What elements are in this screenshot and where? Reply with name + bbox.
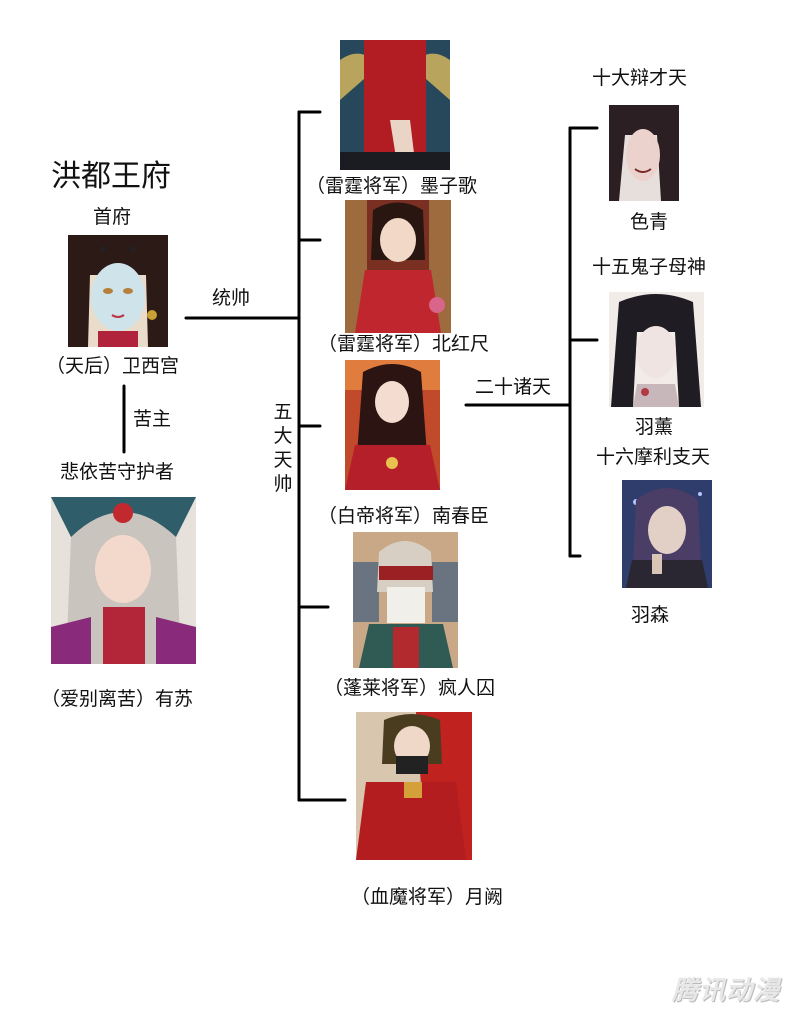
- head-role: 首府: [93, 206, 132, 228]
- deva-1-name: 色青: [630, 211, 669, 233]
- portrait-beihongchi: [345, 200, 451, 333]
- deva-2-title: 十五鬼子母神: [592, 256, 707, 278]
- portrait-nanchunchen: [345, 360, 440, 490]
- devas-group-label: 二十诸天: [475, 376, 552, 398]
- deva-3-name: 羽森: [631, 604, 670, 626]
- deva-1-title: 十大辩才天: [592, 67, 688, 89]
- portrait-yusen: [622, 480, 712, 588]
- portrait-fengrenqiu: [353, 532, 458, 668]
- general-5-name: （血魔将军）月阙: [351, 886, 504, 908]
- watermark-logo: 腾讯动漫: [671, 976, 780, 1006]
- generals-group-label: 五大天帅: [273, 401, 293, 495]
- guardian-name: （爱别离苦）有苏: [41, 688, 194, 710]
- portrait-seqing: [609, 105, 679, 201]
- guardian-title: 悲依苦守护者: [60, 461, 175, 483]
- general-3-name: （白帝将军）南春臣: [318, 505, 490, 527]
- general-1-name: （雷霆将军）墨子歌: [306, 175, 478, 197]
- deva-3-title: 十六摩利支天: [596, 446, 711, 468]
- general-2-name: （雷霆将军）北红尺: [318, 333, 490, 355]
- link-bitter-label: 苦主: [133, 408, 172, 430]
- portrait-yuxun: [609, 292, 704, 407]
- general-4-name: （蓬莱将军）疯人囚: [324, 677, 496, 699]
- org-title: 洪都王府: [51, 159, 171, 194]
- link-commander-label: 统帅: [212, 287, 251, 309]
- portrait-mozige: [340, 40, 450, 170]
- deva-2-name: 羽薰: [635, 416, 674, 438]
- portrait-yousu: [51, 497, 196, 664]
- portrait-weixigong: [68, 235, 168, 347]
- portrait-yuequ: [356, 712, 472, 860]
- head-name: （天后）卫西宫: [46, 355, 180, 377]
